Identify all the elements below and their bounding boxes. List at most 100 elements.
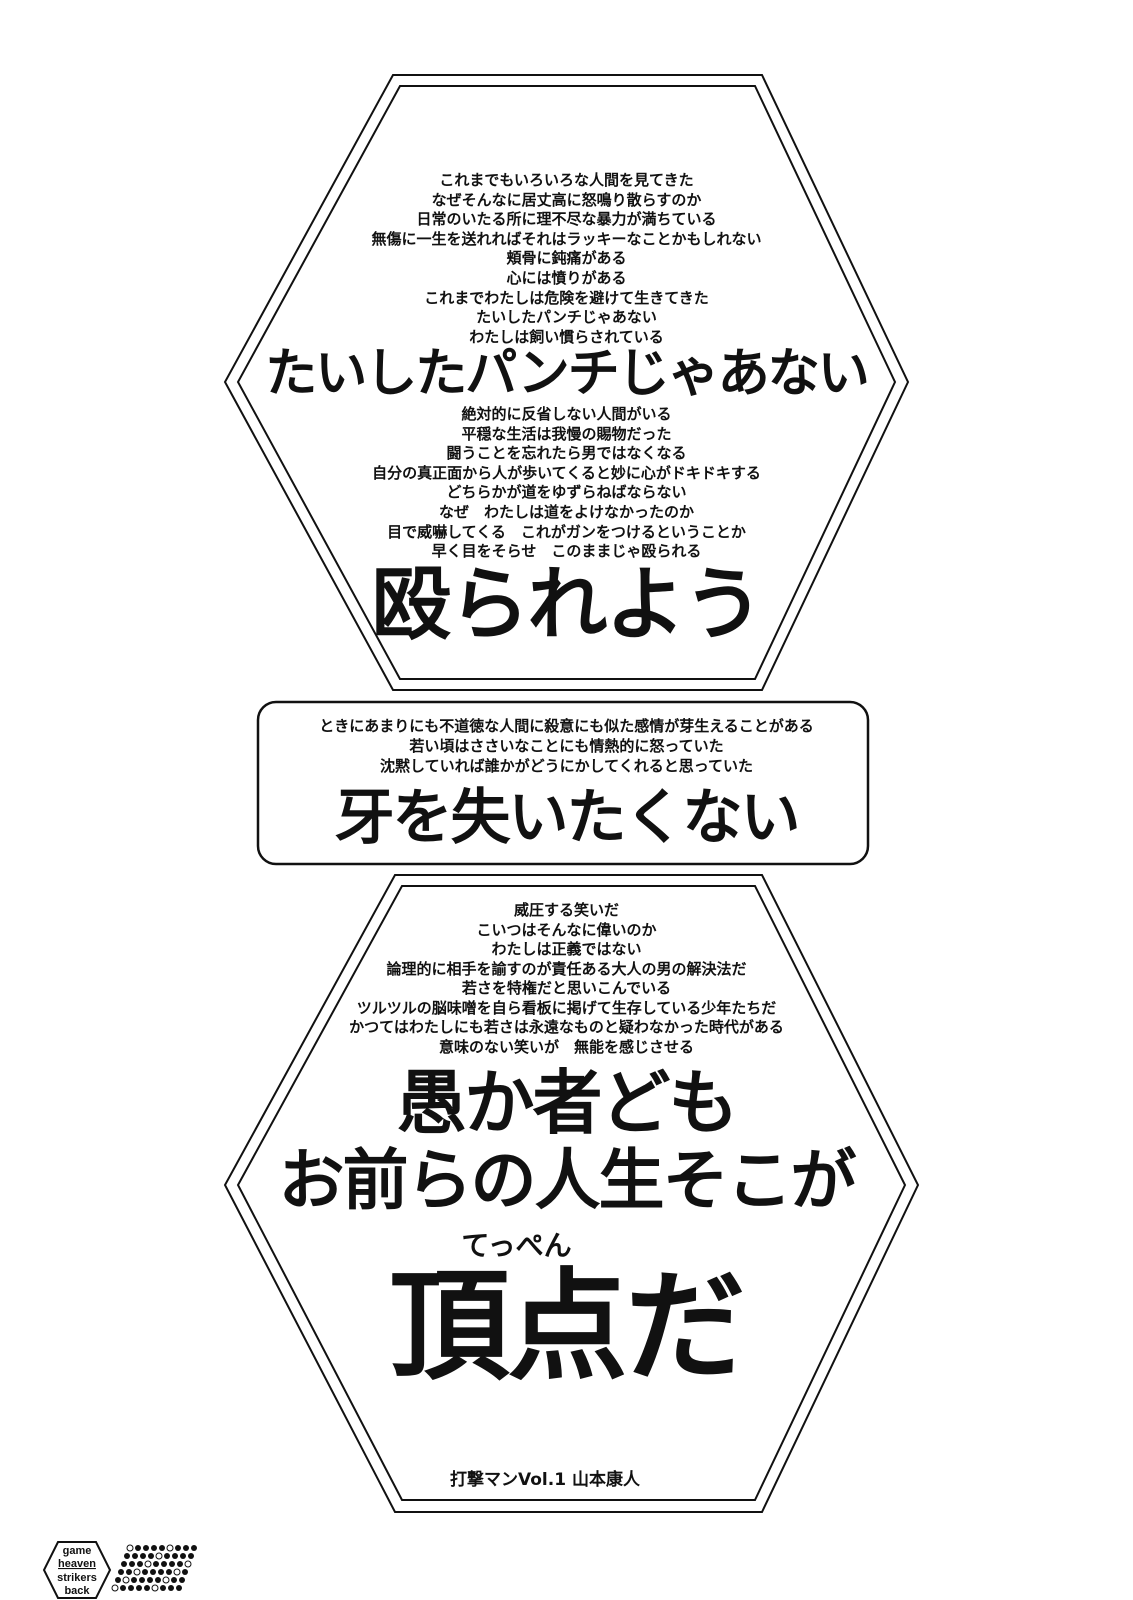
logo-dot <box>129 1561 135 1567</box>
logo-dot <box>182 1569 188 1575</box>
verse-line: これまでもいろいろな人間を見てきた <box>439 171 694 189</box>
logo-dot <box>120 1585 126 1591</box>
logo-dot <box>172 1553 178 1559</box>
svg-text:game: game <box>63 1545 92 1557</box>
verse-line: たいしたパンチじゃあない <box>476 308 657 327</box>
svg-text:back: back <box>64 1585 90 1597</box>
logo-dot <box>168 1585 174 1591</box>
svg-text:heaven: heaven <box>58 1558 96 1570</box>
hexagon-frame-outer-2 <box>223 874 920 1513</box>
verse-line: わたしは飼い慣らされている <box>469 327 664 346</box>
verse-line: 平穏な生活は我慢の賜物だった <box>461 424 672 443</box>
verse-line: 心には憤りがある <box>506 269 627 287</box>
logo-dot <box>183 1545 189 1551</box>
verse-line: 意味のない笑いが 無能を感じさせる <box>438 1037 694 1056</box>
headline-taishita-punch: たいしたパンチじゃあない <box>265 344 870 404</box>
verse-line: これまでわたしは危険を避けて生きてきた <box>424 288 709 307</box>
logo-dot <box>171 1577 177 1583</box>
verse-line: なぜ わたしは道をよけなかったのか <box>438 503 694 521</box>
logo-dot <box>177 1561 183 1567</box>
verse-line: 早く目をそらせ このままじゃ殴られる <box>431 542 702 561</box>
verse-line: なぜそんなに居丈高に怒鳴り散らすのか <box>431 190 702 209</box>
logo-dot <box>175 1545 181 1551</box>
verse-line: どちらかが道をゆずらねばならない <box>446 483 687 502</box>
headline-nagurareyou: 殴られよう <box>371 558 764 651</box>
verse-line: 若い頃はささいなことにも情熱的に怒っていた <box>409 737 724 755</box>
logo-dot <box>164 1553 170 1559</box>
verse-line: 目で威嚇してくる これがガンをつけるということか <box>387 522 746 541</box>
logo-dot <box>118 1569 124 1575</box>
logo-dot <box>158 1569 164 1575</box>
headline-chouten: 頂点だ <box>389 1258 746 1397</box>
verse-line: 沈黙していれば誰かがどうにかしてくれると思っていた <box>380 757 753 775</box>
logo-dot <box>169 1561 175 1567</box>
logo-dot <box>155 1552 163 1560</box>
headline-omaera: お前らの人生そこが <box>278 1142 857 1219</box>
logo-dot <box>144 1560 152 1568</box>
verse-line: 日常のいたる所に理不尽な暴力が満ちている <box>416 210 717 229</box>
hexagon-frame-inner-2 <box>236 885 907 1501</box>
logo-dot <box>122 1576 130 1584</box>
logo-dot <box>179 1577 185 1583</box>
logo-dot <box>136 1585 142 1591</box>
logo-dot <box>121 1561 127 1567</box>
logo-dot <box>159 1545 165 1551</box>
logo-dot <box>151 1545 157 1551</box>
logo-dot <box>126 1544 134 1552</box>
verse-line: 闘うことを忘れたら男ではなくなる <box>446 444 687 463</box>
logo-dot <box>188 1553 194 1559</box>
headline-kiba: 牙を失いたくない <box>334 783 801 853</box>
logo-dot <box>151 1584 159 1592</box>
logo-dot <box>111 1584 119 1592</box>
logo-dot <box>148 1553 154 1559</box>
logo-dot <box>126 1569 132 1575</box>
logo-dot <box>184 1560 192 1568</box>
logo-dot <box>124 1553 130 1559</box>
verse-line: 威圧する笑いだ <box>513 901 619 919</box>
logo-dot <box>147 1577 153 1583</box>
svg-text:strikers: strikers <box>57 1572 97 1584</box>
verse-line: わたしは正義ではない <box>491 940 642 958</box>
verse-line: こいつはそんなに偉いのか <box>476 920 657 939</box>
logo-dot <box>143 1545 149 1551</box>
logo-dot <box>144 1585 150 1591</box>
verse-line: ときにあまりにも不道徳な人間に殺意にも似た感情が芽生えることがある <box>319 717 814 735</box>
logo-dot <box>166 1544 174 1552</box>
logo-dot <box>176 1585 182 1591</box>
logo-dot <box>131 1577 137 1583</box>
logo-dot <box>161 1561 167 1567</box>
logo-dot <box>180 1553 186 1559</box>
rounded-box-frame <box>256 700 870 866</box>
logo-dot <box>155 1577 161 1583</box>
logo-dot <box>150 1569 156 1575</box>
verse-line: 絶対的に反省しない人間がいる <box>461 405 672 423</box>
hexagon-frame-outer-1 <box>223 74 910 691</box>
logo-dot <box>135 1545 141 1551</box>
logo-dot <box>132 1553 138 1559</box>
logo-dot <box>173 1568 181 1576</box>
logo-dot <box>191 1545 197 1551</box>
verse-line: 自分の真正面から人が歩いてくると妙に心がドキドキする <box>372 463 761 482</box>
verse-line: 無傷に一生を送れればそれはラッキーなことかもしれない <box>371 229 762 248</box>
logo-dot <box>166 1569 172 1575</box>
logo-dot <box>160 1585 166 1591</box>
logo-dot <box>133 1568 141 1576</box>
footer-credit: 打撃マンVol.1 山本康人 <box>450 1470 640 1490</box>
logo-dot <box>128 1585 134 1591</box>
logo-dot <box>140 1553 146 1559</box>
verse-line: 頬骨に鈍痛がある <box>506 249 627 268</box>
furigana-teppen: てっぺん <box>461 1229 572 1262</box>
verse-line: かつてはわたしにも若さは永遠なものと疑わなかった時代がある <box>349 1018 784 1036</box>
headline-orokamono: 愚か者ども <box>396 1062 739 1144</box>
logo-dot <box>139 1577 145 1583</box>
verse-line: ツルツルの脳味噌を自ら看板に掲げて生存している少年たちだ <box>356 998 777 1017</box>
logo-dot <box>137 1561 143 1567</box>
logo-dot <box>162 1576 170 1584</box>
hexagon-frame-inner-1 <box>236 85 897 680</box>
verse-line: 論理的に相手を諭すのが責任ある大人の男の解決法だ <box>386 959 747 978</box>
logo-dot <box>115 1577 121 1583</box>
logo-dot <box>142 1569 148 1575</box>
verse-line: 若さを特権だと思いこんでいる <box>461 979 672 997</box>
